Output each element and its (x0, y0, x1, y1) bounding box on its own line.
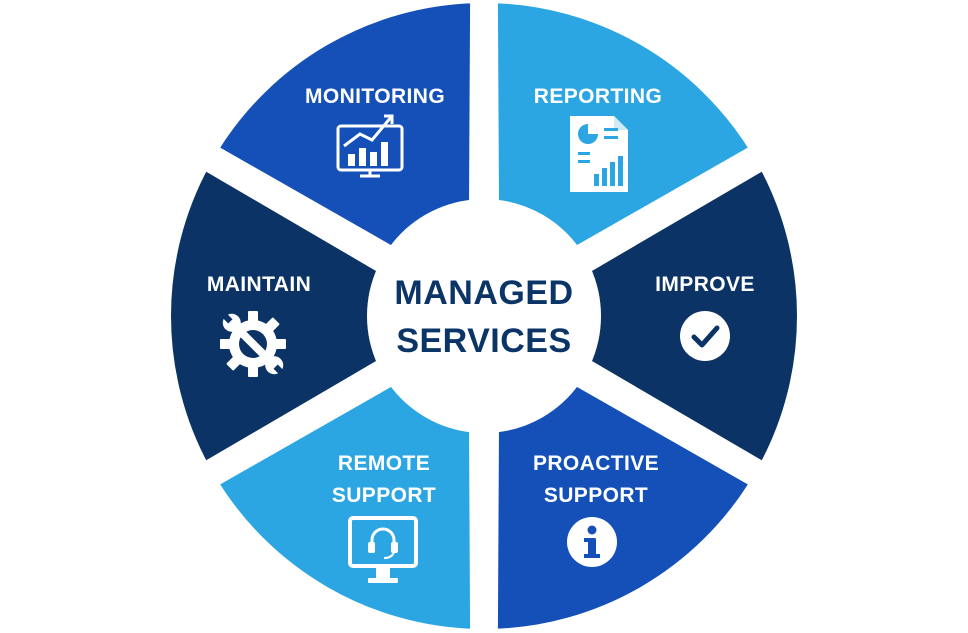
center-circle (372, 204, 596, 428)
headset-monitor-icon (348, 516, 418, 583)
segment-label-monitoring: MONITORING (305, 85, 445, 108)
segment-label-reporting: REPORTING (534, 85, 662, 108)
segment-label-proactive-support-1: PROACTIVE (533, 452, 659, 475)
center-title-line1: MANAGED (394, 274, 573, 312)
center-title-line2: SERVICES (396, 322, 571, 360)
gear-wrench-icon (220, 311, 286, 377)
segment-label-remote-support-2: SUPPORT (332, 484, 436, 507)
check-circle-icon (680, 311, 730, 361)
segment-label-improve: IMPROVE (655, 273, 755, 296)
info-circle-icon (567, 517, 617, 567)
segment-label-remote-support-1: REMOTE (338, 452, 430, 475)
segment-label-proactive-support-2: SUPPORT (544, 484, 648, 507)
chart-monitor-icon (336, 114, 404, 178)
segment-label-maintain: MAINTAIN (207, 273, 311, 296)
report-document-icon (570, 116, 628, 192)
